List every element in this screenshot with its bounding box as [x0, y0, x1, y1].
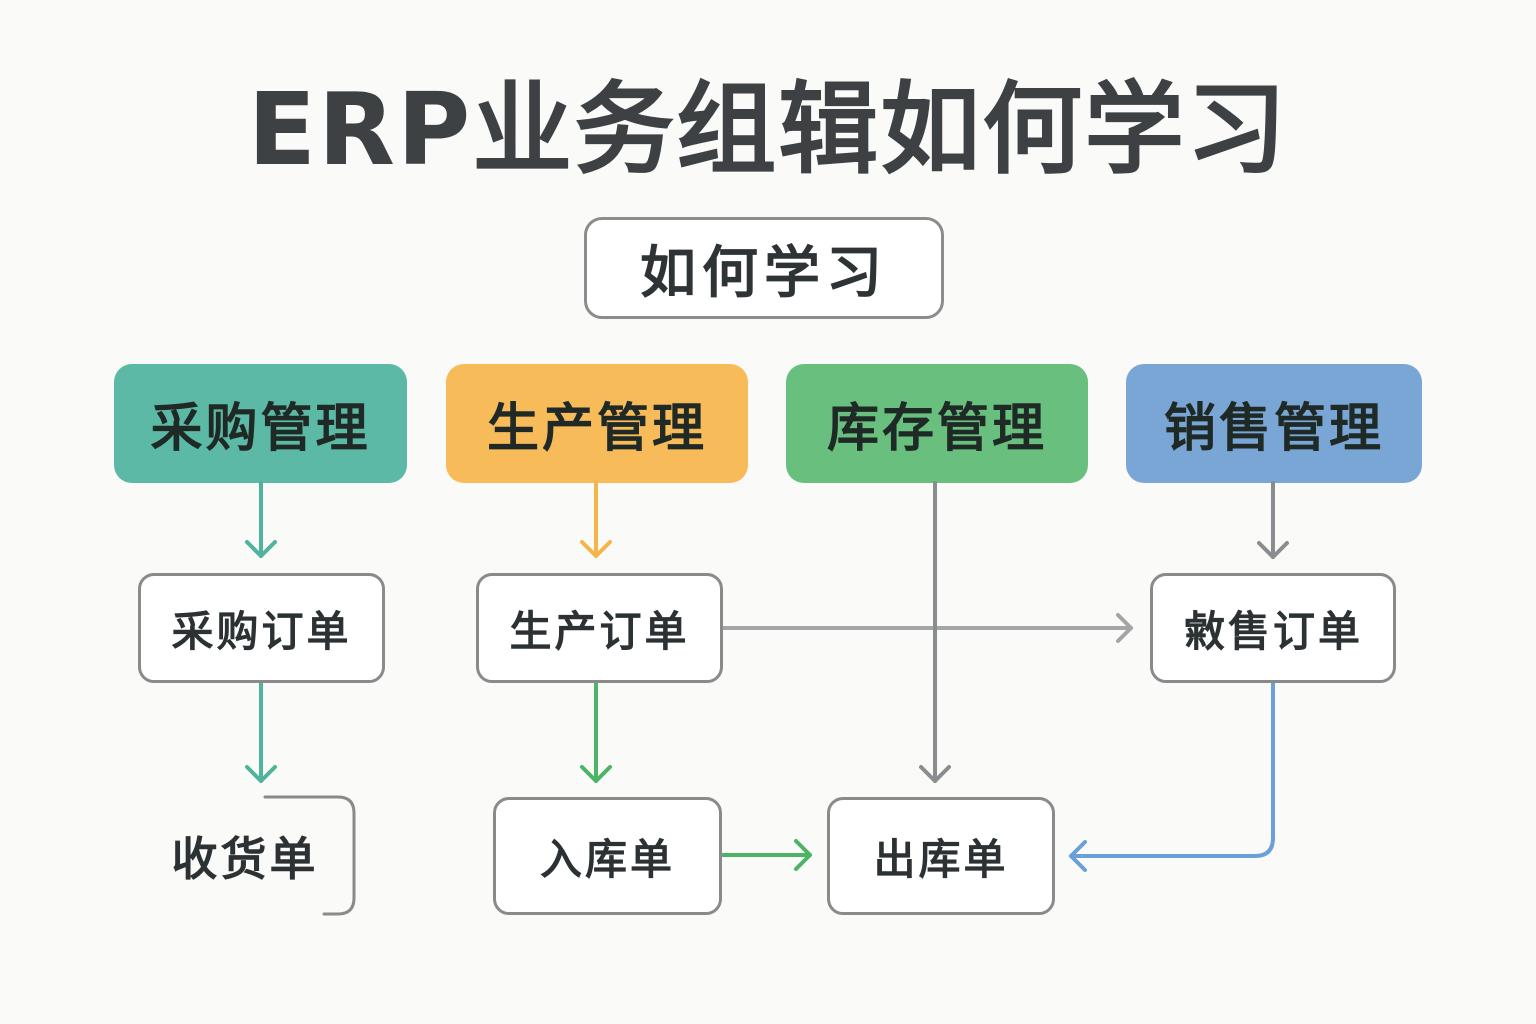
arrow-purchase-to-order: [245, 481, 277, 558]
module-purchase[interactable]: 采购管理: [114, 364, 407, 483]
module-label: 采购管理: [150, 399, 371, 459]
doc-stock-out[interactable]: 出库单: [827, 797, 1055, 915]
doc-receipt[interactable]: 收货单: [160, 820, 330, 892]
page-title: ERP业务组辑如何学习: [247, 71, 1289, 188]
arrow-production-to-sales-order: [721, 613, 1133, 643]
doc-sales-order[interactable]: 敹售订单: [1150, 573, 1396, 683]
module-label: 销售管理: [1163, 399, 1384, 459]
doc-label: 入库单: [539, 834, 675, 884]
doc-label: 采购订单: [171, 606, 352, 656]
arrow-stock-in-to-out: [720, 839, 812, 871]
module-inventory[interactable]: 库存管理: [786, 364, 1088, 483]
module-production[interactable]: 生产管理: [446, 364, 748, 483]
subtitle-box: 如何学习: [584, 217, 944, 319]
doc-label: 生产订单: [509, 606, 690, 656]
module-label: 生产管理: [486, 399, 707, 459]
arrow-inventory-to-stock-out: [919, 481, 951, 783]
doc-label: 收货单: [171, 832, 319, 886]
arrow-sales-order-to-stock-out: [1069, 681, 1275, 872]
doc-label: 敹售订单: [1182, 606, 1363, 656]
arrow-production-to-order: [580, 481, 612, 558]
doc-label: 出库单: [873, 834, 1009, 884]
module-sales[interactable]: 销售管理: [1126, 364, 1422, 483]
doc-production-order[interactable]: 生产订单: [476, 573, 723, 683]
arrow-order-to-stock-in: [580, 681, 612, 783]
module-label: 库存管理: [826, 399, 1047, 459]
arrow-sales-to-order: [1257, 481, 1289, 559]
doc-stock-in[interactable]: 入库单: [493, 797, 722, 915]
receipt-frame: [263, 795, 356, 916]
doc-purchase-order[interactable]: 采购订单: [138, 573, 385, 683]
subtitle-label: 如何学习: [640, 240, 888, 306]
arrow-order-to-receipt: [245, 681, 277, 783]
